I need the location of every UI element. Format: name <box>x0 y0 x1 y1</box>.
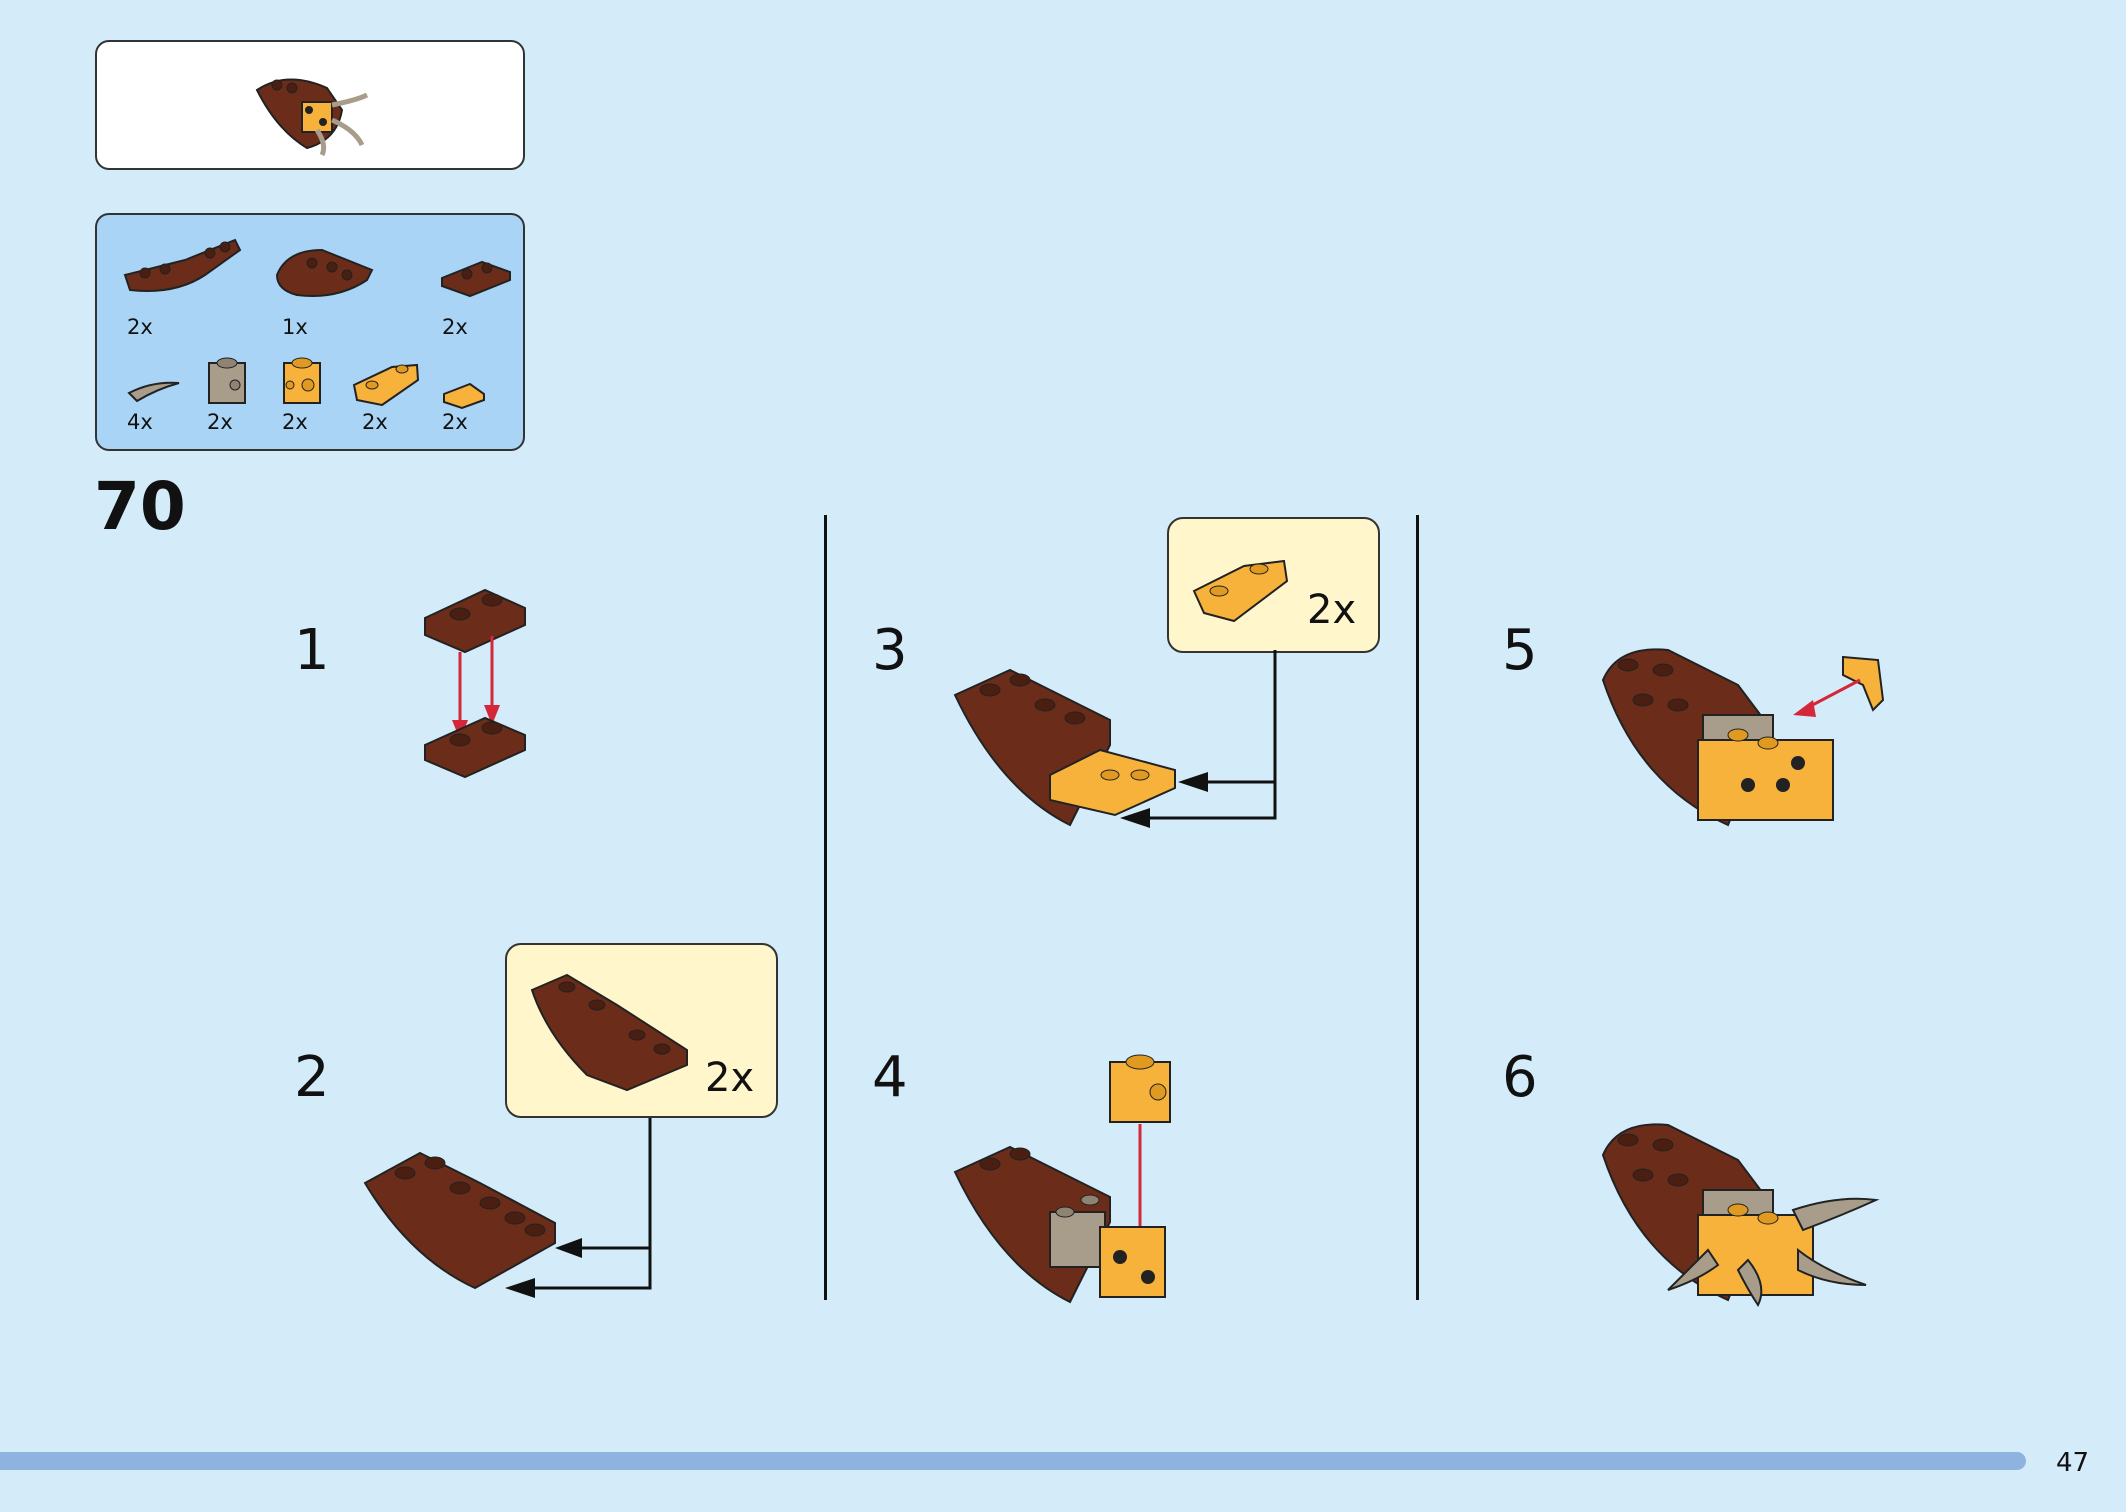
submodel-preview-box <box>95 40 525 170</box>
substep-3-illustration <box>953 650 1277 828</box>
substep-2-callout-qty: 2x <box>705 1055 755 1101</box>
substep-6-illustration <box>1601 1123 1880 1307</box>
part-qty-2: 1x <box>282 315 308 339</box>
parts-list-box: 2x 1x 2x 4x 2x 2x 2x 2x <box>95 213 525 451</box>
part-tan-claw <box>127 381 180 403</box>
substep-4-illustration <box>953 1054 1171 1304</box>
part-qty-7: 2x <box>362 410 388 434</box>
substep-2-illustration <box>363 1118 652 1298</box>
substep-1-illustration <box>424 588 526 779</box>
substep-3-callout-qty: 2x <box>1307 587 1357 633</box>
substep-3-callout-part <box>1192 559 1289 623</box>
part-qty-3: 2x <box>442 315 468 339</box>
column-divider-left <box>824 515 827 1300</box>
substep-number-6: 6 <box>1502 1045 1538 1110</box>
substep-number-5: 5 <box>1502 618 1538 683</box>
substep-number-2: 2 <box>294 1045 330 1110</box>
main-step-number: 70 <box>94 468 186 545</box>
substep-number-4: 4 <box>872 1045 908 1110</box>
part-brown-wedge-plate <box>275 248 374 297</box>
part-orange-inverted-slope <box>352 363 420 407</box>
part-qty-6: 2x <box>282 410 308 434</box>
substep-number-3: 3 <box>872 618 908 683</box>
part-qty-8: 2x <box>442 410 468 434</box>
part-brown-plate-1x2 <box>441 260 511 298</box>
part-qty-1: 2x <box>127 315 153 339</box>
page-progress-bar <box>0 1452 2026 1470</box>
substep-5-illustration <box>1601 648 1885 827</box>
page-number: 47 <box>2056 1448 2090 1478</box>
part-orange-brick-1x1-studs <box>283 357 321 404</box>
column-divider-right <box>1416 515 1419 1300</box>
substep-2-callout-part <box>530 973 688 1092</box>
substep-2-callout: 2x <box>505 943 778 1118</box>
substep-number-1: 1 <box>294 618 330 683</box>
submodel-preview-image <box>255 78 369 157</box>
part-brown-curved-slope <box>123 238 242 292</box>
part-tan-brick-1x1-stud <box>208 357 246 404</box>
substep-3-callout: 2x <box>1167 517 1380 653</box>
part-qty-5: 2x <box>207 410 233 434</box>
part-qty-4: 4x <box>127 410 153 434</box>
part-orange-tile-wedge <box>443 382 485 410</box>
